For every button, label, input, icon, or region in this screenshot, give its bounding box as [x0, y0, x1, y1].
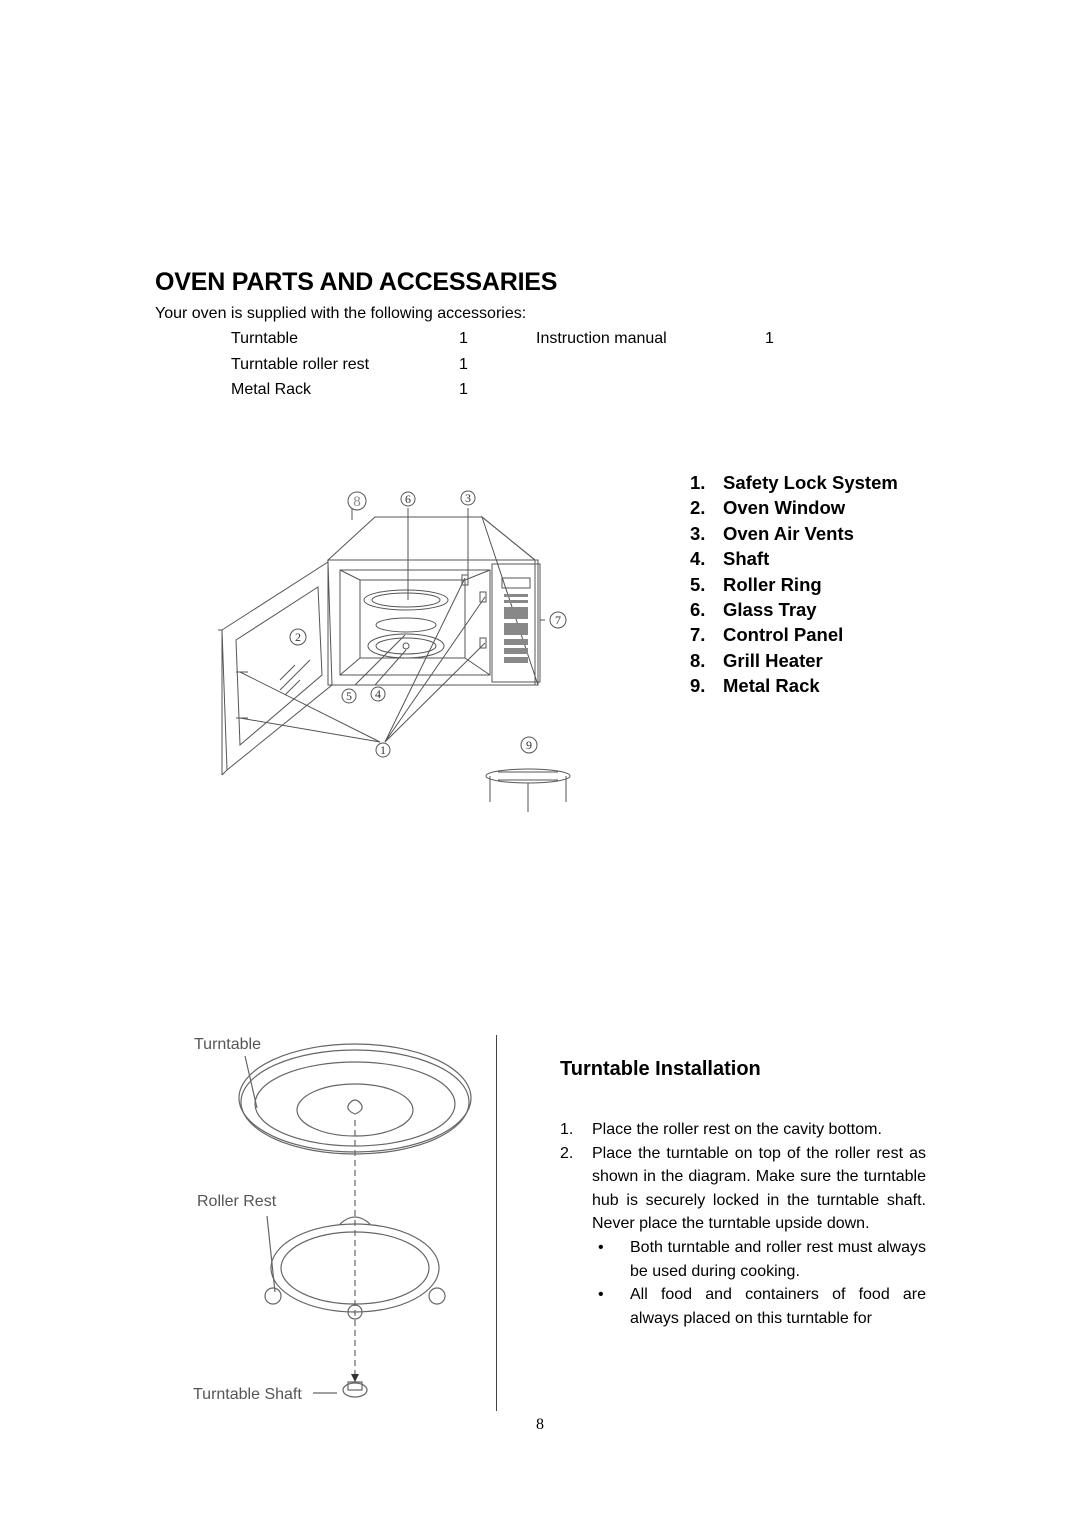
oven-front [327, 559, 539, 686]
part-number: 2. [690, 497, 706, 519]
parts-list: 1. Safety Lock System 2. Oven Window 3. Ove… [690, 470, 898, 699]
turntable-label: Turntable [194, 1036, 261, 1053]
callout-4-label: 4 [375, 687, 381, 701]
callout-6-label: 6 [405, 492, 411, 506]
page-number: 8 [536, 1416, 544, 1433]
bullet-icon: • [598, 1238, 604, 1256]
oven-parts-diagram: 8 6 3 7 2 5 4 1 9 [218, 490, 571, 812]
callout-1 [375, 742, 391, 758]
part-label: Oven Air Vents [723, 522, 854, 544]
accessory-name: Turntable [231, 330, 298, 347]
bullet-text: Both turntable and roller rest must alwa… [630, 1238, 926, 1280]
part-label: Metal Rack [723, 675, 820, 697]
accessory-row: Metal Rack 1 [0, 379, 1080, 401]
callout-6 [400, 491, 416, 507]
callout-3 [460, 490, 476, 506]
list-item: 2. Oven Window [690, 495, 898, 520]
step-number: 2. [560, 1144, 574, 1162]
turntable-plate [238, 1043, 472, 1155]
list-item: 2. Place the turntable on top of the rol… [560, 1142, 926, 1236]
part-number: 6. [690, 598, 706, 620]
step-text: Place the turntable on top of the roller… [592, 1144, 926, 1233]
list-item: 1. Place the roller rest on the cavity b… [560, 1118, 926, 1142]
list-item: 4. Shaft [690, 546, 898, 571]
list-item: • All food and containers of food are al… [592, 1283, 926, 1330]
part-number: 1. [690, 472, 706, 493]
callout-7 [549, 611, 567, 629]
oven-top-panel [326, 516, 537, 561]
oven-door [221, 561, 333, 772]
step-number: 1. [560, 1121, 574, 1138]
roller-rest-shape [264, 1216, 446, 1320]
part-label: Control Panel [723, 624, 844, 646]
list-item: 3. Oven Air Vents [690, 521, 898, 546]
list-item: 1. Safety Lock System [690, 470, 898, 495]
roller-ring-shape [367, 633, 445, 659]
part-number: 8. [690, 649, 706, 671]
bullet-icon: • [598, 1286, 604, 1304]
accessory-row: Turntable 1 Instruction manual 1 [0, 328, 1080, 350]
list-item: 7. Control Panel [690, 622, 898, 647]
accessory-qty: 1 [459, 330, 468, 347]
part-number: 3. [690, 522, 706, 544]
callout-5-label: 5 [346, 689, 352, 703]
bullet-text: All food and containers of food are alwa… [630, 1286, 926, 1327]
callout-7-label: 7 [555, 613, 561, 627]
part-label: Oven Window [723, 497, 846, 519]
callout-8 [347, 491, 367, 511]
roller-rest-label: Roller Rest [197, 1193, 277, 1210]
list-item: 6. Glass Tray [690, 597, 898, 622]
callout-5 [341, 688, 357, 704]
accessories-intro: Your oven is supplied with the following… [155, 305, 527, 322]
callout-4 [370, 686, 386, 702]
accessory-qty: 1 [459, 356, 468, 373]
metal-rack-shape [485, 768, 571, 812]
part-label: Glass Tray [723, 598, 817, 620]
part-number: 5. [690, 573, 706, 595]
part-label: Grill Heater [723, 649, 823, 671]
list-item: • Both turntable and roller rest must al… [592, 1236, 926, 1283]
installation-steps: 1. Place the roller rest on the cavity b… [560, 1118, 926, 1330]
list-item: 9. Metal Rack [690, 673, 898, 698]
part-number: 4. [690, 548, 706, 570]
control-panel-shape [491, 563, 541, 683]
accessory-name: Turntable roller rest [231, 356, 370, 373]
callout-8-label: 8 [353, 494, 361, 510]
part-label: Roller Ring [723, 573, 822, 595]
glass-tray-shape [363, 589, 449, 611]
page-title: OVEN PARTS AND ACCESSARIES [155, 268, 558, 296]
step-text: Place the roller rest on the cavity bott… [592, 1121, 882, 1138]
callout-3-label: 3 [465, 491, 471, 505]
accessory-row: Turntable roller rest 1 [0, 354, 1080, 376]
part-number: 9. [690, 675, 706, 697]
column-divider [496, 1035, 497, 1411]
turntable-shaft-label: Turntable Shaft [193, 1386, 302, 1403]
turntable-installation-diagram: Turntable Roller Rest Turntable Shaft [193, 1036, 472, 1403]
callout-9 [520, 736, 538, 754]
accessory-name: Metal Rack [231, 381, 312, 398]
list-item: 8. Grill Heater [690, 648, 898, 673]
callout-1-label: 1 [380, 743, 386, 757]
turntable-shaft-shape [342, 1381, 368, 1398]
accessory-name: Instruction manual [536, 330, 667, 347]
callout-9-label: 9 [526, 738, 532, 752]
part-label: Safety Lock System [723, 472, 898, 493]
callout-2-label: 2 [295, 630, 301, 644]
callout-2 [289, 628, 307, 646]
installation-title: Turntable Installation [560, 1058, 761, 1080]
part-label: Shaft [723, 548, 770, 570]
accessory-qty: 1 [459, 381, 468, 398]
list-item: 5. Roller Ring [690, 572, 898, 597]
arrow-icon [351, 1374, 359, 1382]
accessory-qty: 1 [765, 330, 774, 347]
part-number: 7. [690, 624, 706, 646]
